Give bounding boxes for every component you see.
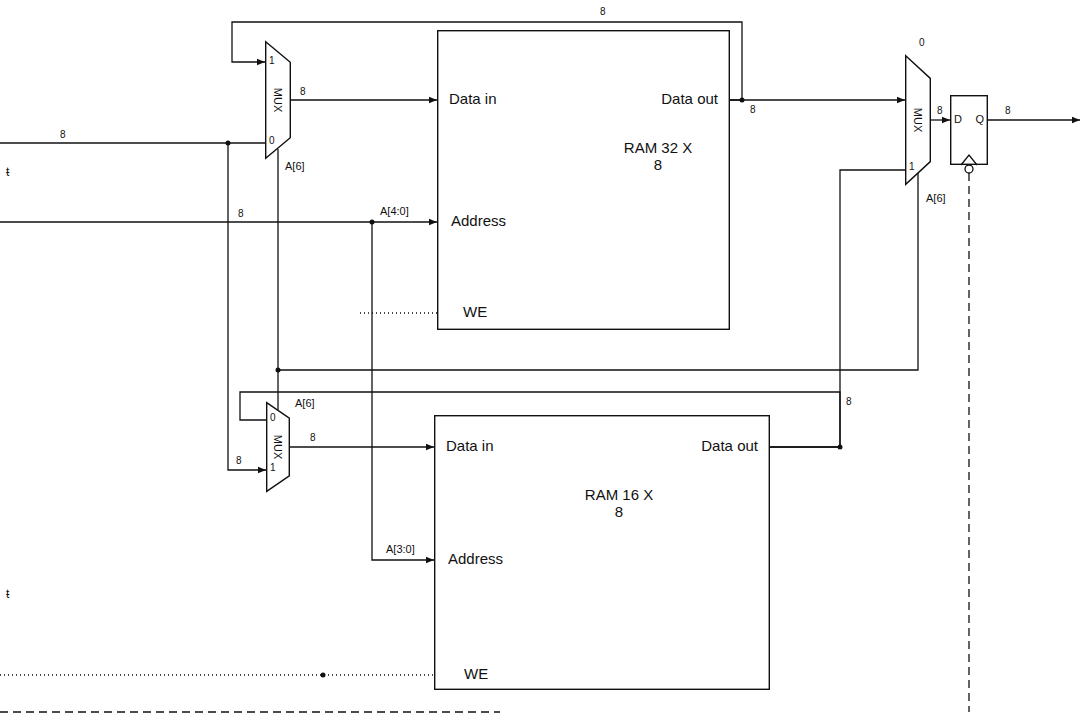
bus-width: 8 (300, 86, 306, 97)
port-label: Address (448, 551, 503, 568)
port-label: WE (463, 304, 487, 321)
mux-trapezoid (266, 42, 291, 159)
bus-connector (232, 22, 742, 100)
ram-block: Data in Data outRAM 32 X 8 AddressWE (437, 30, 730, 330)
port-label: WE (464, 666, 488, 683)
port-label: Data out (701, 438, 758, 455)
clock-triangle (961, 155, 977, 165)
stray-mark: ŧ (6, 166, 9, 179)
junction-dot (276, 368, 281, 373)
bus-width: 8 (236, 455, 242, 466)
signal-name: A[6] (926, 192, 946, 204)
mux-input-number: 0 (919, 37, 925, 48)
junction-dot (226, 141, 231, 146)
address-branch (372, 222, 434, 560)
bus-width: 8 (750, 104, 756, 115)
bus-width: 8 (937, 105, 943, 116)
signal-name: A[6] (295, 397, 315, 409)
port-label: Data out (661, 91, 718, 108)
register-output-wire (988, 119, 1080, 120)
bus-connector (770, 170, 905, 447)
clock-bubble (965, 165, 973, 173)
bus-connector (290, 446, 434, 447)
bus-connector (931, 119, 950, 120)
data-input-wire (0, 142, 265, 143)
bus-width: 8 (238, 208, 244, 219)
write-enable-wire (360, 312, 437, 313)
pin-label: D (954, 113, 962, 125)
bus-connector (291, 99, 437, 100)
mux-trapezoid (267, 403, 290, 492)
port-label: Data in (446, 438, 494, 455)
mux-trapezoid (906, 56, 931, 185)
multiplexer: 0MUX1 (905, 55, 931, 185)
flip-flop: DQ (950, 95, 988, 165)
signal-name: A[4:0] (380, 205, 409, 217)
mux-input-number: 1 (269, 55, 275, 66)
port-label: Address (451, 213, 506, 230)
clock-wire (968, 173, 969, 712)
signal-name: A[3:0] (386, 543, 415, 555)
multiplexer: 0MUX 1 (266, 402, 290, 492)
block-outline (950, 95, 988, 165)
mux-name: MUX (272, 88, 284, 112)
block-outline (437, 30, 730, 330)
stray-mark: ŧ (6, 588, 9, 601)
mux-input-number: 1 (909, 161, 915, 172)
bus-width: 8 (846, 396, 852, 407)
mux-input-number: 0 (270, 412, 276, 423)
mux-input-number: 0 (269, 135, 275, 146)
select-wire (278, 173, 918, 370)
bus-connector (730, 99, 905, 100)
mux-input-number: 1 (270, 462, 276, 473)
port-label: Data in (449, 91, 497, 108)
signal-name: A[6] (285, 160, 305, 172)
bus-width: 8 (600, 6, 606, 17)
bus-width: 8 (310, 432, 316, 443)
bus-width: 8 (1005, 105, 1011, 116)
block-border (438, 31, 730, 330)
ram-title: RAM 32 X 8 (623, 140, 693, 173)
clock-wire (0, 711, 500, 712)
bus-width: 8 (60, 129, 66, 140)
mux-name: MUX (912, 108, 924, 132)
multiplexer: 1MUX 0 (265, 41, 291, 159)
block-border (951, 96, 988, 165)
mux-name: MUX (272, 435, 284, 459)
write-enable-wire (0, 674, 434, 675)
block-border (435, 416, 770, 690)
data-input-branch (228, 143, 266, 470)
ram-block: Data in Data outRAM 16 X 8 AddressWE (434, 415, 770, 690)
junction-dot (370, 220, 375, 225)
pin-label: Q (975, 113, 984, 125)
ram-title: RAM 16 X 8 (584, 487, 654, 520)
junction-dot (321, 673, 326, 678)
